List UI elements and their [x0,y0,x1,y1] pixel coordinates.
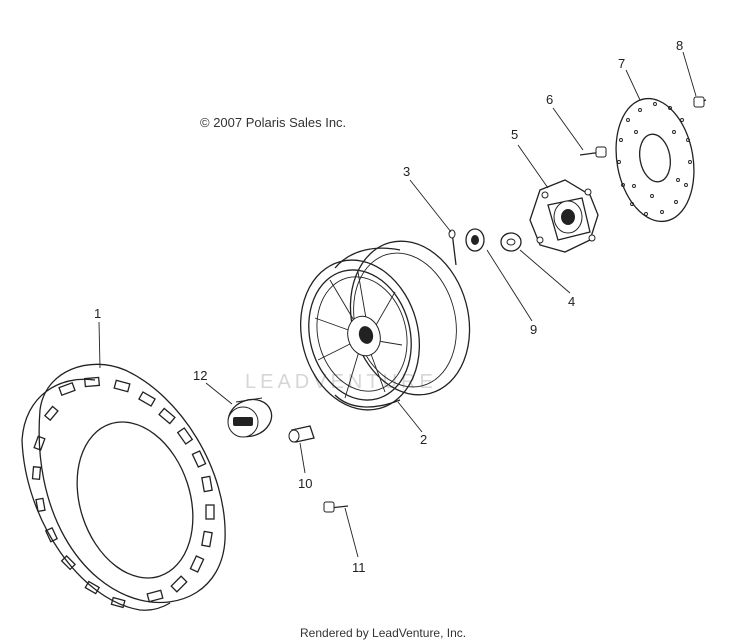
center-cap-icon[interactable] [223,394,277,443]
footer-text: Rendered by LeadVenture, Inc. [300,626,466,640]
cotter-pin-icon[interactable] [448,229,457,266]
callout-2: 2 [420,432,427,447]
castle-nut-icon[interactable] [465,228,485,252]
washer-icon[interactable] [500,232,522,252]
disc-bolt-icon[interactable] [693,96,707,108]
callout-6: 6 [546,92,553,107]
callout-3: 3 [403,164,410,179]
tire-icon[interactable] [21,363,226,611]
disc-holes [617,102,692,216]
callout-5: 5 [511,127,518,142]
callout-7: 7 [618,56,625,71]
callout-1: 1 [94,306,101,321]
leader-lines [98,51,697,558]
callout-11: 11 [352,560,366,575]
callout-12: 12 [193,368,207,383]
wheel-hub-icon[interactable] [529,179,599,253]
tire-tread [31,376,215,609]
wheel-rim-icon[interactable] [284,228,486,424]
valve-stem-icon[interactable] [288,425,315,443]
callout-4: 4 [568,294,575,309]
callout-10: 10 [298,476,312,491]
callout-9: 9 [530,322,537,337]
stud-bolt-icon[interactable] [323,501,349,513]
callout-8: 8 [676,38,683,53]
watermark-text: LEADVENTURE [245,371,437,393]
brake-disc-icon[interactable] [607,92,703,227]
hub-bolt-icon[interactable] [579,146,607,158]
copyright-text: © 2007 Polaris Sales Inc. [200,115,346,130]
